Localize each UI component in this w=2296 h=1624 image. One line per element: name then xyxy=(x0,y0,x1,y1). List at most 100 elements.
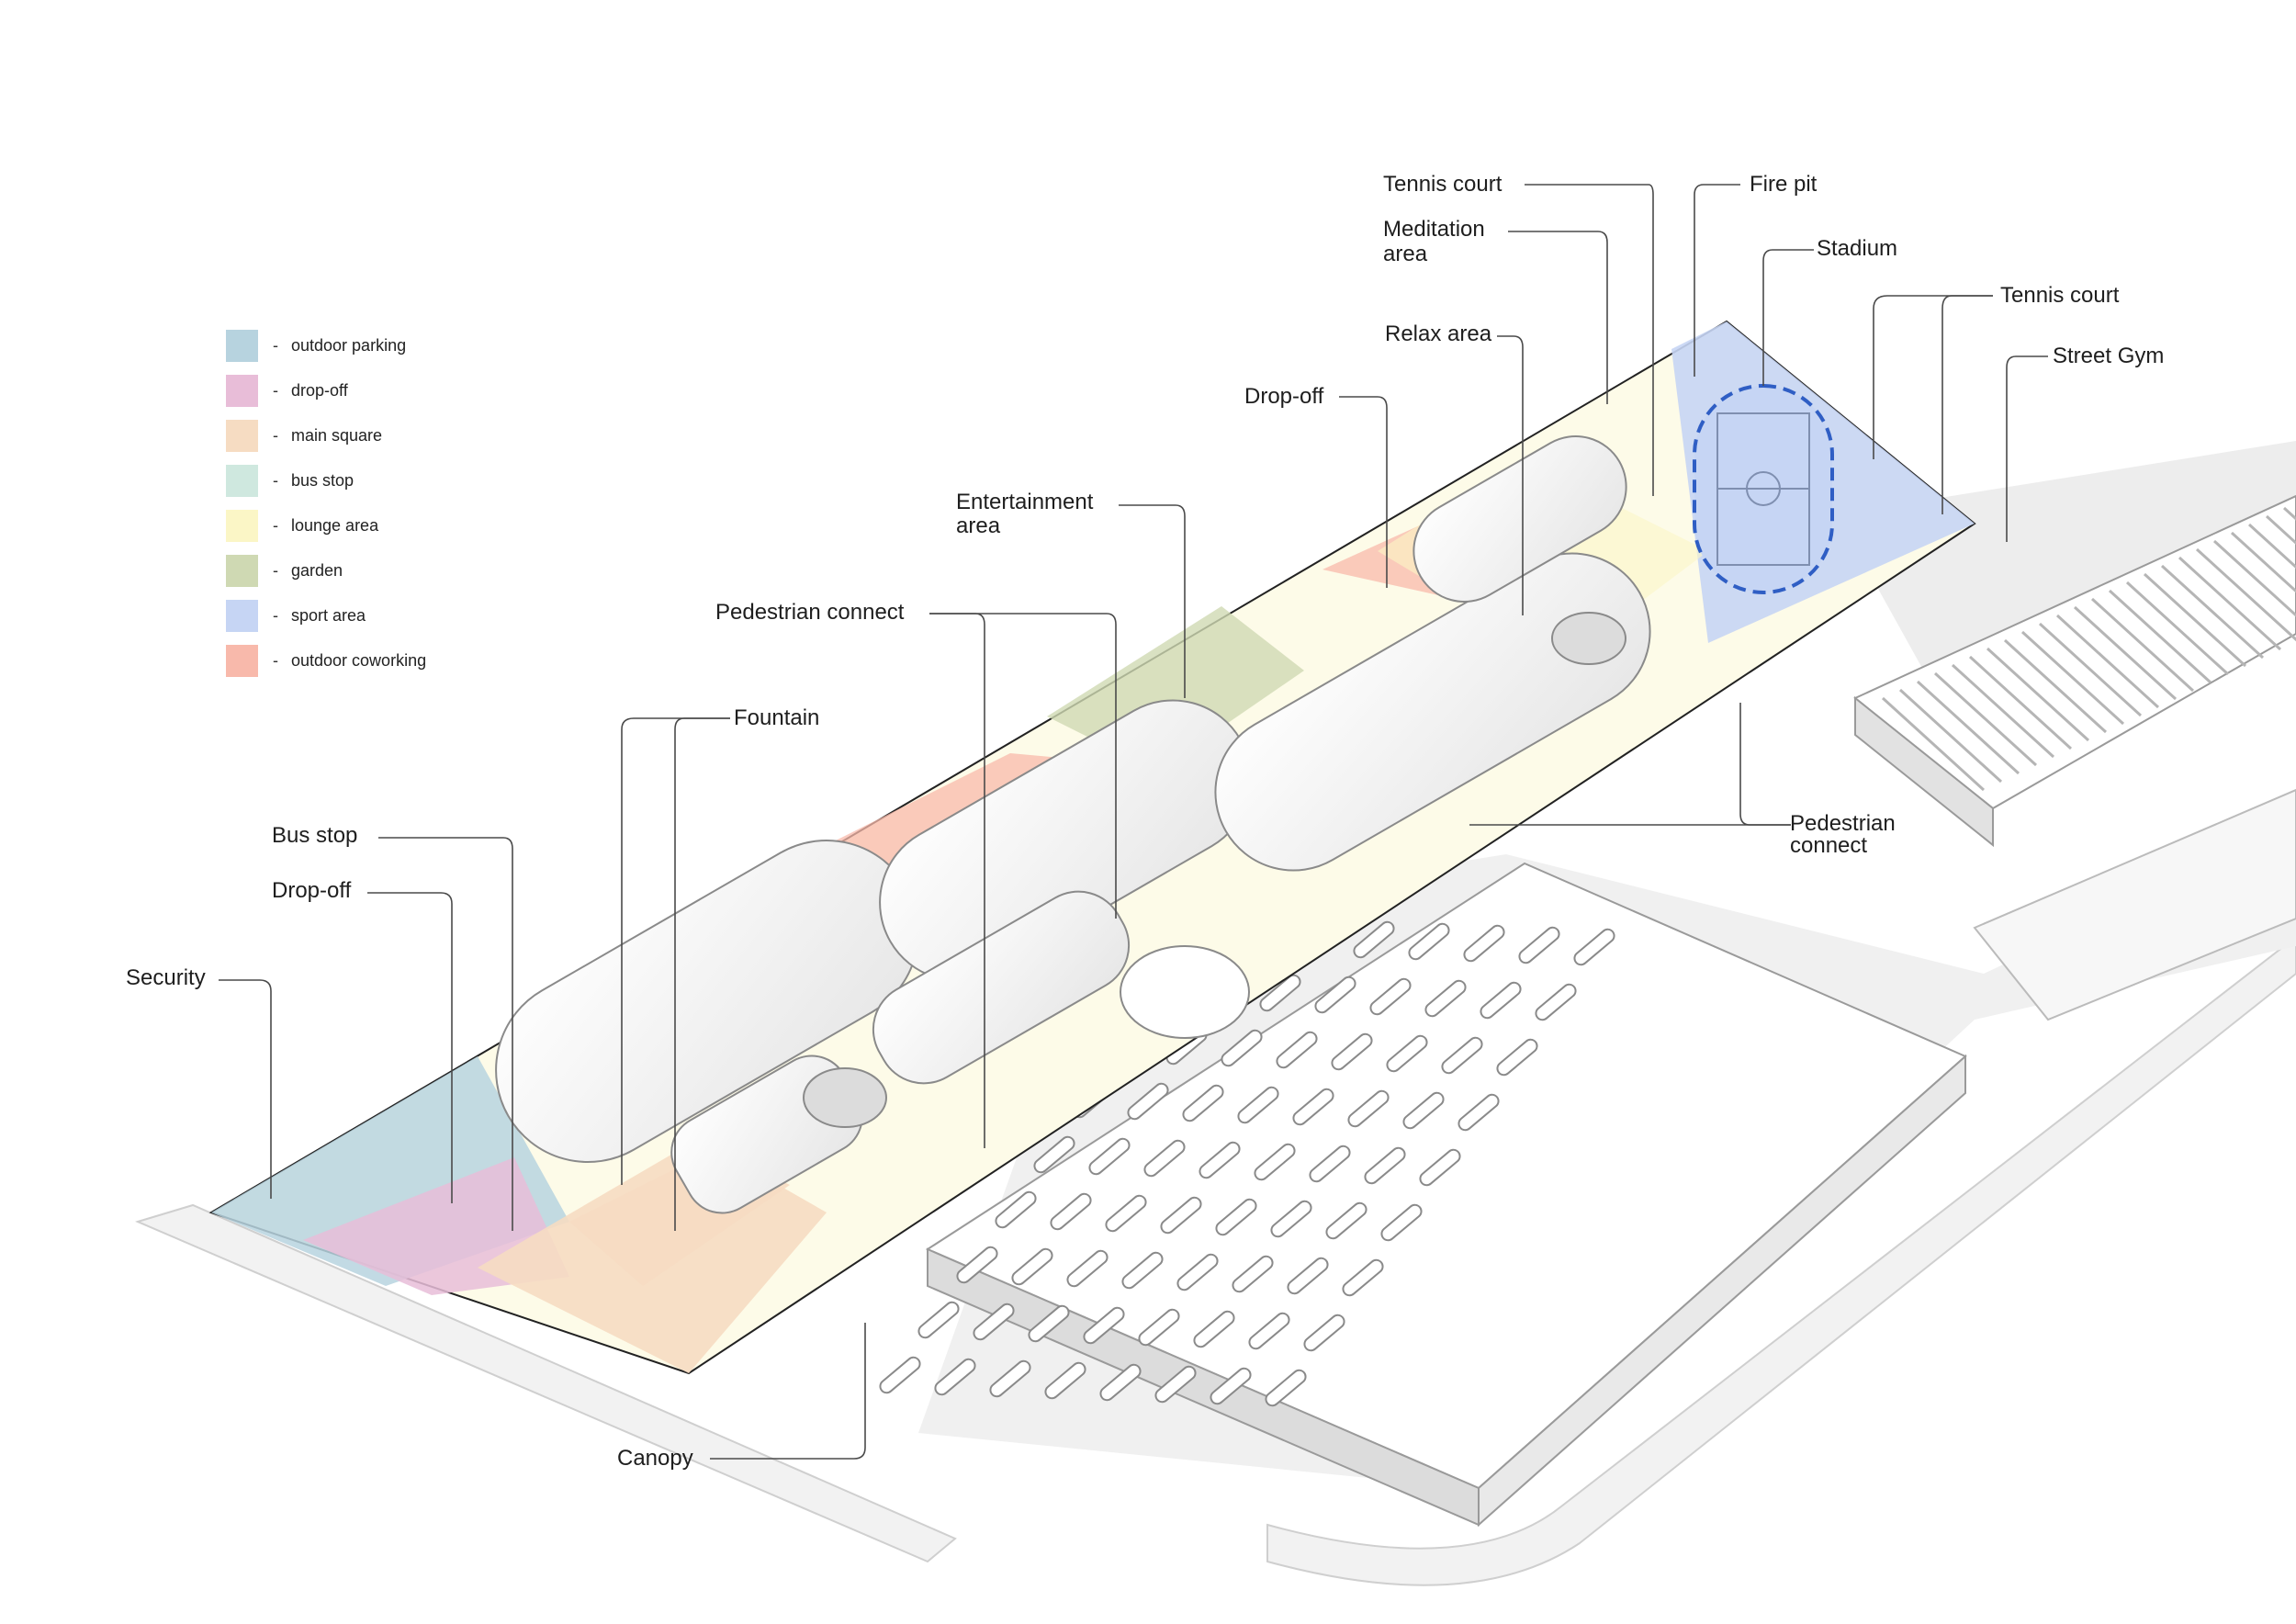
label-entertainment-area-line2: area xyxy=(956,513,1001,538)
legend: -outdoor parking -drop-off -main square … xyxy=(226,323,426,683)
parking-stall xyxy=(1314,976,1356,1014)
parking-stall xyxy=(1463,924,1505,963)
roof-stripe xyxy=(2055,614,2160,709)
roof-stripe xyxy=(1898,688,2003,784)
roof-stripe xyxy=(1916,680,2020,775)
label-meditation-area-line2: area xyxy=(1383,242,1428,266)
parking-stall xyxy=(1458,1093,1500,1132)
leader-lines xyxy=(219,184,2048,1460)
legend-item: -outdoor parking xyxy=(226,323,426,368)
parking-stall xyxy=(1276,1031,1318,1069)
parking-stalls xyxy=(879,915,1615,1407)
legend-label: outdoor parking xyxy=(291,336,407,355)
parking-stall xyxy=(1369,977,1412,1016)
roof-stripe xyxy=(1881,696,1986,792)
parking-stall xyxy=(1259,974,1301,1012)
label-drop-off-1: Drop-off xyxy=(1244,384,1324,409)
legend-dash: - xyxy=(273,381,278,400)
roof-stripe xyxy=(1968,655,2073,750)
legend-item: -sport area xyxy=(226,593,426,638)
parking-stall xyxy=(1309,1145,1351,1183)
parking-stall xyxy=(1127,1082,1169,1121)
legend-dash: - xyxy=(273,426,278,445)
parking-stall xyxy=(1347,1089,1390,1128)
parking-stall xyxy=(1480,981,1522,1020)
legend-dash: - xyxy=(273,471,278,490)
label-drop-off-2: Drop-off xyxy=(272,878,352,903)
parking-stall xyxy=(1193,1310,1235,1348)
legend-swatch xyxy=(226,645,258,677)
legend-label: outdoor coworking xyxy=(291,651,427,670)
parking-stall xyxy=(1083,1306,1125,1345)
legend-dash: - xyxy=(273,561,278,580)
label-pedestrian-connect-2-line1: Pedestrian xyxy=(1790,811,1896,836)
label-fire-pit: Fire pit xyxy=(1750,172,1818,197)
parking-stall xyxy=(1270,1200,1312,1238)
parking-stall xyxy=(1237,1086,1279,1124)
label-stadium: Stadium xyxy=(1817,236,1898,261)
label-relax-area: Relax area xyxy=(1385,321,1492,346)
roof-stripe xyxy=(2125,581,2230,676)
legend-dash: - xyxy=(273,336,278,355)
parking-stall xyxy=(1105,1194,1147,1233)
legend-label: sport area xyxy=(291,606,366,625)
parking-stall xyxy=(1441,1036,1483,1075)
parking-stall xyxy=(1402,1091,1445,1130)
parking-stall xyxy=(917,1301,960,1339)
label-meditation-area-line1: Meditation xyxy=(1383,217,1485,242)
parking-stall xyxy=(1518,926,1560,964)
legend-swatch xyxy=(226,330,258,362)
label-fountain: Fountain xyxy=(734,705,820,730)
parking-stall xyxy=(1033,1135,1075,1174)
label-canopy: Canopy xyxy=(617,1446,693,1471)
roof-stripe xyxy=(2090,597,2195,693)
parking-stall xyxy=(1535,983,1577,1021)
parking-stall xyxy=(1232,1255,1274,1293)
roof-stripe xyxy=(1933,671,2038,767)
roof-stripe xyxy=(2003,638,2108,734)
parking-stall xyxy=(1160,1196,1202,1235)
legend-item: -outdoor coworking xyxy=(226,638,426,683)
parking-stall xyxy=(1182,1084,1224,1122)
roof-stripe xyxy=(2143,572,2247,668)
label-entertainment-area-line1: Entertainment xyxy=(956,490,1094,514)
legend-dash: - xyxy=(273,606,278,625)
roof-stripe xyxy=(2265,514,2296,546)
roof-stripe xyxy=(2212,539,2296,617)
roof-stripe xyxy=(1986,647,2090,742)
label-pedestrian-connect-1: Pedestrian connect xyxy=(715,600,905,625)
parking-stall xyxy=(1364,1146,1406,1185)
parking-stall xyxy=(1424,979,1467,1018)
legend-label: main square xyxy=(291,426,383,445)
legend-item: -lounge area xyxy=(226,503,426,548)
parking-stall xyxy=(1028,1304,1070,1343)
parking-stall xyxy=(1044,1361,1086,1400)
parking-stall xyxy=(1342,1258,1384,1297)
label-tennis-court-1: Tennis court xyxy=(1383,172,1503,197)
legend-item: -drop-off xyxy=(226,368,426,413)
parking-stall xyxy=(1154,1365,1197,1404)
label-street-gym: Street Gym xyxy=(2053,344,2165,368)
parking-stall xyxy=(1573,928,1615,966)
parking-stall xyxy=(1287,1257,1329,1295)
parking-stall xyxy=(1215,1198,1257,1236)
parking-stall xyxy=(1380,1203,1423,1242)
parking-stall xyxy=(1265,1369,1307,1407)
parking-stall xyxy=(1221,1029,1263,1067)
parking-stall xyxy=(1325,1201,1367,1240)
parking-stall xyxy=(1066,1249,1109,1288)
parking-stall xyxy=(1143,1139,1186,1178)
parking-stall xyxy=(973,1303,1015,1341)
legend-label: drop-off xyxy=(291,381,348,400)
roof-stripe xyxy=(2160,564,2265,660)
legend-label: lounge area xyxy=(291,516,379,535)
label-pedestrian-connect-2-line2: connect xyxy=(1790,833,1868,858)
parking-stall xyxy=(989,1359,1031,1398)
parking-stall xyxy=(1176,1253,1219,1291)
roof-stripe xyxy=(2108,589,2212,684)
parking-stall xyxy=(1331,1032,1373,1071)
legend-swatch xyxy=(226,510,258,542)
legend-item: -bus stop xyxy=(226,458,426,503)
legend-swatch xyxy=(226,555,258,587)
